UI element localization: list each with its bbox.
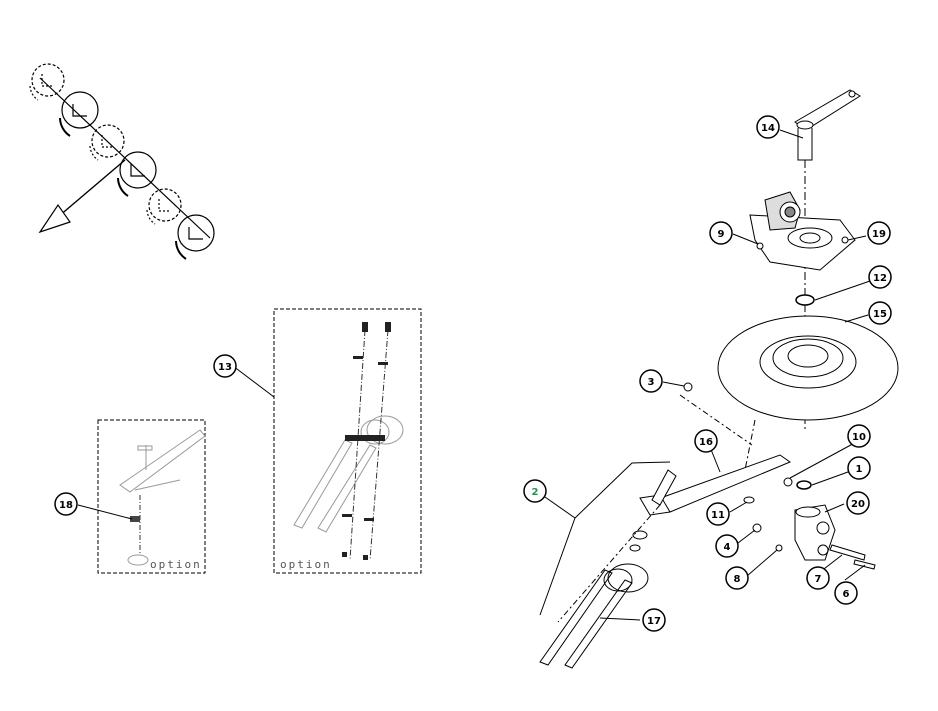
- part-19-gearbox: [749, 191, 856, 271]
- callout-2: 2: [523, 479, 547, 503]
- svg-text:17: 17: [647, 616, 661, 627]
- option-label-left: option: [150, 558, 202, 571]
- callout-12: 12: [868, 265, 892, 289]
- svg-text:16: 16: [699, 437, 713, 448]
- svg-text:19: 19: [872, 229, 886, 240]
- svg-text:6: 6: [843, 589, 850, 600]
- callout-6: 6: [834, 581, 858, 605]
- callout-4: 4: [715, 534, 739, 558]
- callout-2-bracket: [539, 461, 671, 616]
- svg-text:10: 10: [852, 432, 866, 443]
- part-9-screw: [756, 242, 764, 250]
- svg-text:9: 9: [718, 229, 725, 240]
- rotation-schematic: [29, 63, 215, 260]
- part-14-bracket: [794, 89, 861, 161]
- callout-11: 11: [706, 502, 730, 526]
- callout-3: 3: [639, 369, 663, 393]
- callout-16: 16: [694, 429, 718, 453]
- part-6-pin: [853, 559, 876, 570]
- svg-text:13: 13: [218, 362, 232, 373]
- svg-text:7: 7: [815, 574, 822, 585]
- option-box-left: option: [97, 419, 206, 574]
- svg-text:18: 18: [59, 500, 73, 511]
- callout-17: 17: [642, 608, 666, 632]
- svg-text:20: 20: [851, 499, 865, 510]
- part-8-fitting: [775, 544, 783, 552]
- svg-text:11: 11: [711, 510, 725, 521]
- option-label-middle: option: [280, 558, 332, 571]
- part-12-washer: [795, 294, 815, 306]
- callout-19: 19: [867, 221, 891, 245]
- part-7-pin: [829, 544, 866, 561]
- svg-text:15: 15: [873, 309, 887, 320]
- callout-14: 14: [756, 115, 780, 139]
- svg-text:1: 1: [856, 464, 863, 475]
- callout-10: 10: [847, 424, 871, 448]
- option-box-middle: option: [273, 308, 422, 574]
- callout-13: 13: [213, 354, 237, 378]
- svg-text:4: 4: [724, 542, 731, 553]
- callout-15: 15: [868, 301, 892, 325]
- svg-text:8: 8: [734, 574, 741, 585]
- callout-9: 9: [709, 221, 733, 245]
- svg-text:14: 14: [761, 123, 775, 134]
- part-17-tine: [539, 563, 649, 669]
- part-10-bolt: [783, 477, 793, 487]
- svg-text:12: 12: [873, 273, 887, 284]
- svg-text:3: 3: [648, 377, 655, 388]
- part-11-washer: [743, 496, 755, 504]
- callout-18: 18: [54, 492, 78, 516]
- part-20-hub: [794, 504, 836, 561]
- part-1-washer: [796, 480, 812, 490]
- part-3-bolt: [683, 382, 693, 392]
- callout-20: 20: [846, 491, 870, 515]
- callout-1: 1: [847, 456, 871, 480]
- part-15-disc: [717, 315, 899, 421]
- callout-7: 7: [806, 566, 830, 590]
- svg-text:2: 2: [532, 487, 539, 498]
- callout-8: 8: [725, 566, 749, 590]
